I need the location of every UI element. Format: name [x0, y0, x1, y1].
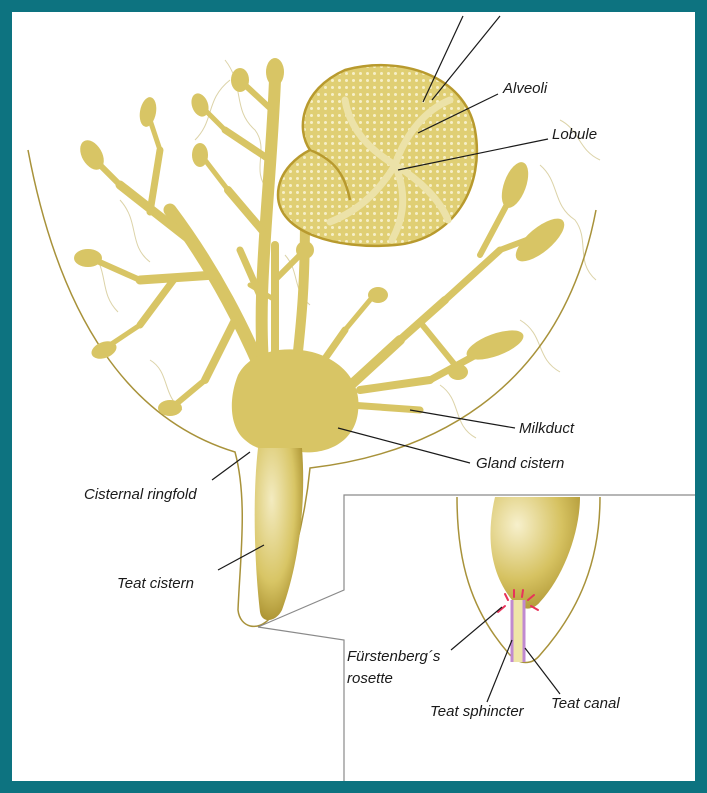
label-alveoli: Alveoli	[502, 80, 548, 97]
label-gland-cistern: Gland cistern	[476, 455, 564, 472]
zoom-connector	[258, 495, 695, 781]
lobule-section	[278, 65, 477, 246]
label-teat-cistern: Teat cistern	[117, 575, 194, 592]
label-furstenberg-line2: rosette	[347, 670, 393, 687]
label-teat-canal: Teat canal	[551, 695, 620, 712]
teat-cistern	[255, 448, 304, 620]
label-cisternal-ringfold: Cisternal ringfold	[84, 486, 197, 503]
teat-tip-zoom	[457, 497, 600, 663]
label-furstenberg-line1: Fürstenberg´s	[347, 648, 441, 665]
zoom-leader-lines	[451, 607, 560, 702]
gland-cistern	[232, 349, 359, 452]
label-milkduct: Milkduct	[519, 420, 575, 437]
label-lobule: Lobule	[552, 126, 597, 143]
label-teat-sphincter: Teat sphincter	[430, 703, 525, 720]
